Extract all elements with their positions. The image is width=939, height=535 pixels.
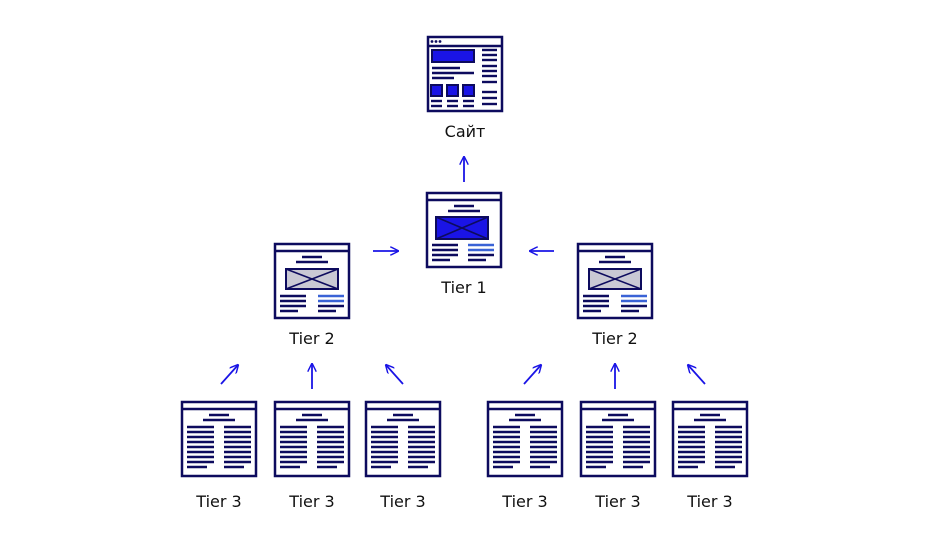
arrow-tier3-4-to-tier2-right	[523, 365, 541, 385]
tier3-label-1: Tier 3	[196, 492, 242, 511]
tier3-label-5: Tier 3	[595, 492, 641, 511]
website-layout-icon	[426, 35, 504, 113]
text-page-icon	[671, 400, 749, 478]
tier1-label: Tier 1	[441, 278, 487, 297]
text-page-icon	[579, 400, 657, 478]
arrow-tier3-3-to-tier2-left	[386, 365, 404, 385]
tier1-page-icon	[425, 191, 503, 269]
tier2-left-label: Tier 2	[289, 329, 335, 348]
tier3-icons	[180, 400, 749, 478]
text-page-icon	[180, 400, 258, 478]
tier3-label-4: Tier 3	[502, 492, 548, 511]
tier2-right-page-icon	[576, 242, 654, 320]
site-label: Сайт	[444, 122, 486, 141]
tier3-label-2: Tier 3	[289, 492, 335, 511]
tier2-right-label: Tier 2	[592, 329, 638, 348]
arrow-tier3-1-to-tier2-left	[220, 365, 238, 385]
tier2-left-page-icon	[273, 242, 351, 320]
tier3-label-3: Tier 3	[380, 492, 426, 511]
tier3-label-6: Tier 3	[687, 492, 733, 511]
arrow-tier3-6-to-tier2-right	[688, 365, 706, 385]
arrows	[220, 157, 706, 389]
text-page-icon	[364, 400, 442, 478]
text-page-icon	[273, 400, 351, 478]
text-page-icon	[486, 400, 564, 478]
